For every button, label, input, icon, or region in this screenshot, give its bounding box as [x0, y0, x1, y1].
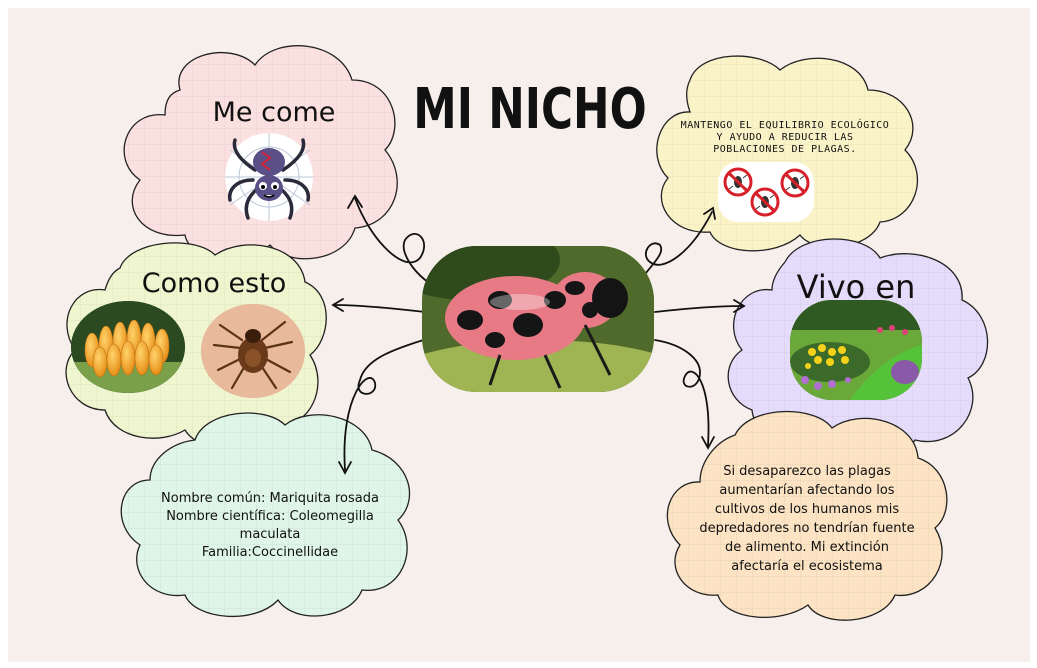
- label-como-esto: Como esto: [142, 268, 287, 299]
- extincion-line: afectaría el ecosistema: [731, 559, 883, 574]
- arrow-vivo-en: [654, 305, 743, 313]
- arrow-me-come: [354, 197, 433, 286]
- datos-line-nombre-cientifico: Nombre científica: Coleomegilla: [166, 509, 374, 524]
- page-title: MI NICHO: [413, 76, 646, 142]
- label-vivo-en: Vivo en: [797, 268, 916, 306]
- arrow-extincion: [654, 339, 710, 446]
- cloud-datos: [120, 412, 411, 617]
- cloud-extincion: [666, 410, 948, 621]
- arrow-como-esto: [334, 304, 426, 313]
- datos-line-especie: maculata: [239, 527, 301, 542]
- extincion-line: cultivos de los humanos mis: [714, 502, 900, 517]
- tick-image: [201, 304, 305, 398]
- datos-line-nombre-comun: Nombre común: Mariquita rosada: [161, 491, 379, 506]
- extincion-text: Si desaparezco las plagas aumentarían af…: [682, 462, 932, 576]
- spider-icon: [225, 133, 313, 221]
- arrow-rol: [639, 211, 713, 281]
- ladybug-image: [422, 246, 654, 392]
- label-me-come: Me come: [213, 97, 336, 128]
- extincion-line: aumentarían afectando los: [719, 483, 895, 498]
- extincion-line: depredadores no tendrían fuente: [699, 521, 915, 536]
- arrow-datos: [343, 337, 431, 471]
- garden-image: [790, 300, 922, 400]
- extincion-line: Si desaparezco las plagas: [723, 464, 891, 479]
- connectors: [331, 194, 746, 475]
- no-bug-icon: [718, 162, 814, 222]
- extincion-line: de alimento. Mi extinción: [725, 540, 889, 555]
- rol-text: MANTENGO EL EQUILIBRIO ECOLÓGICO Y AYUDO…: [680, 120, 890, 155]
- datos-line-familia: Familia:Coccinellidae: [201, 545, 339, 560]
- eggs-image: [71, 301, 185, 393]
- datos-text: Nombre común: Mariquita rosada Nombre ci…: [130, 490, 410, 562]
